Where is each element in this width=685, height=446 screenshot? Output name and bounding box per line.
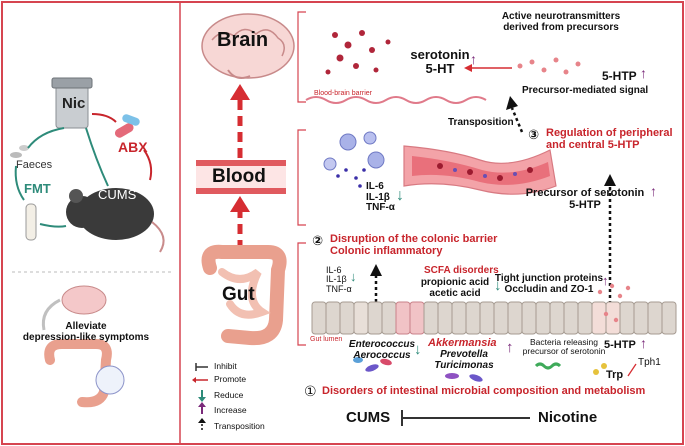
gut-blood-arrow-head [230,196,250,212]
blood-label: Blood [212,166,266,187]
faeces-label: Faeces [16,159,53,171]
nic-faeces-arrow [27,127,65,149]
serotonin-label: serotonin 5-HT [410,47,470,76]
legend-symbols [192,363,208,430]
legend-transposition: Transposition [214,421,265,431]
htp-dots-brain [517,57,581,75]
bacteria [353,357,607,382]
htp-up-arrow-head [604,174,616,186]
abx-capsules [114,114,140,138]
tight-junction-label: Tight junction proteins Occludin and ZO-… [494,273,604,295]
blood-band-bottom [196,188,286,194]
gut-bracket [297,242,306,346]
precursor-label: Precursor of serotonin 5-HTP [525,187,645,211]
blood-bracket [297,129,306,226]
epithelium [311,301,677,335]
blood-cytokines-reduce-icon: ↓ [396,187,404,204]
legend-reduce: Reduce [214,390,244,400]
nic-label: Nic [62,95,86,112]
scfa-label: SCFA disorders [424,265,499,276]
htp-dots-gut [597,283,631,323]
faeces-fmt-arrow [14,165,25,201]
step3-number: ③ [528,127,540,142]
serotonin-dots [325,30,391,75]
bbb-line [305,96,487,104]
fmt-tube [25,203,37,241]
acids-reduce-icon: ↓ [494,277,502,294]
blood-vessel [403,145,557,195]
step3-arrow-head [506,96,518,110]
main-panel-border [179,1,684,445]
brain-htp-increase-icon: ↑ [640,65,647,81]
blood-brain-arrow-head [230,84,250,100]
prevotella-increase-icon: ↑ [506,339,514,356]
prevotella-label: Prevotella Turicimonas [434,349,494,371]
legend-promote: Promote [214,374,247,384]
brain-htp-label: 5-HTP [602,69,637,83]
fmt-mouse-arrow [39,223,67,228]
step2-arrow-head [370,264,382,276]
mouse [66,188,165,253]
tight-junction-increase-icon: ↑ [602,273,609,288]
bacteria-releasing-label: Bacteria releasing precursor of serotoni… [522,337,606,356]
cums-mouse-label: CUMS [98,187,137,202]
blood-cytokines: IL-6 IL-1β TNF-α [366,181,395,213]
alleviate-label: Alleviate depression-like symptoms [22,321,150,343]
step1-number: ① [304,383,317,399]
bottom-nicotine-label: Nicotine [538,409,598,426]
entero-reduce-icon: ↓ [414,341,422,358]
nic-mouse-arrow [85,127,109,187]
step1-label: Disorders of intestinal microbial compos… [322,385,646,397]
brain-illustration [201,13,295,79]
tph1-arrow [627,363,637,377]
fmt-label: FMT [24,181,51,196]
tph1-label: Tph1 [638,357,661,368]
brain-label: Brain [217,29,269,51]
legend-increase: Increase [214,405,247,415]
gut-htp-label: 5-HTP [604,339,636,351]
blood-band-fill [196,166,286,188]
step2-label: Disruption of the colonic barrier Coloni… [330,233,498,257]
precursor-signal-label: Precursor-mediated signal [522,85,649,96]
nic-bottle [51,77,93,129]
precursor-increase-icon: ↑ [650,183,657,199]
entero-label: Enterococcus Aerococcus [348,339,416,361]
acids-label: propionic acid acetic acid [420,277,490,299]
bottom-cums-label: CUMS [346,409,391,426]
trp-label: Trp [606,369,624,381]
faeces-icon [10,145,29,158]
transposition-label: Transposition [448,117,514,128]
gut-illustration [201,244,287,346]
gut-cytokines: IL-6 IL-1β TNF-α [326,265,352,294]
akkermansia-label: Akkermansia [428,337,497,349]
legend-inhibit: Inhibit [214,361,237,371]
immune-cells [323,131,385,188]
active-neurotransmitters: Active neurotransmitters derived from pr… [501,11,621,33]
step3-arrow [510,107,524,133]
serotonin-increase-icon: ↑ [470,51,477,67]
gut-htp-increase-icon: ↑ [640,335,647,351]
gut-lumen-label: Gut lumen [310,336,343,343]
bbb-label: Blood-brain barrier [314,90,372,97]
alleviate-illustration [41,285,125,408]
precursor-signal-arrow-head [464,64,472,72]
abx-mouse-arrow [143,149,153,181]
blood-band-top [196,160,286,166]
brain-bracket [297,11,306,103]
step2-number: ② [312,233,324,248]
nic-abx-arrow [91,113,117,123]
gut-label: Gut [222,284,255,305]
abx-label: ABX [118,139,148,155]
gut-cytokines-reduce-icon: ↓ [350,269,357,284]
step3-label: Regulation of peripheral and central 5-H… [546,127,673,151]
